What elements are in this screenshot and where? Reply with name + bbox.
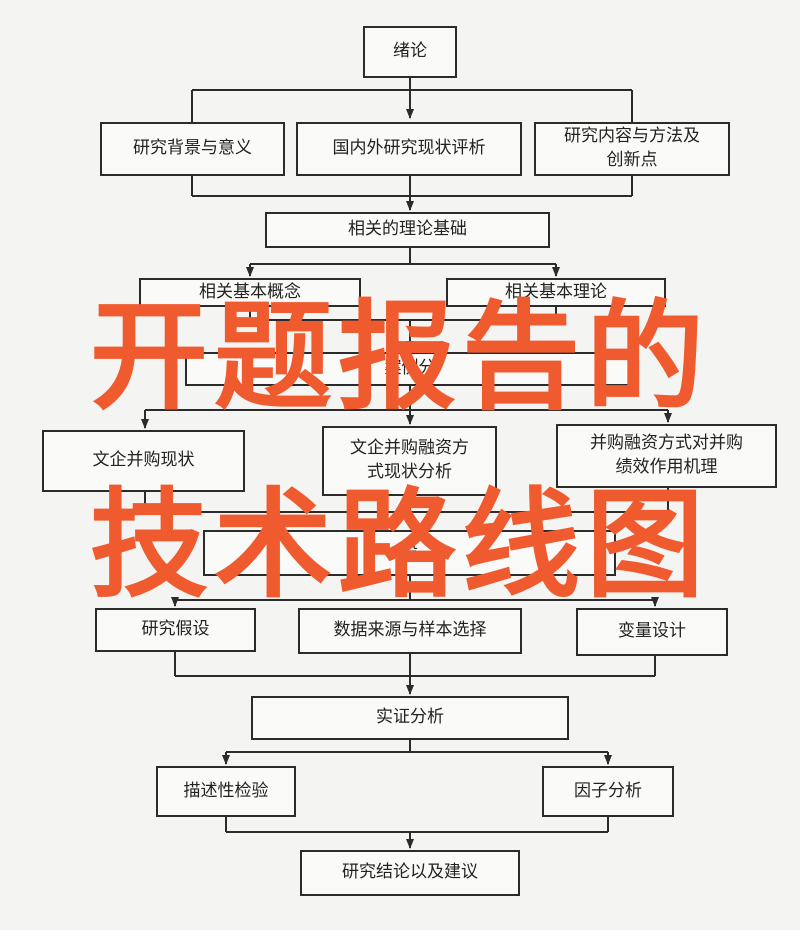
case-analysis-box: 案例分 xyxy=(185,352,635,386)
descriptive-box: 描述性检验 xyxy=(156,766,296,817)
basic-concepts-box: 相关基本概念 xyxy=(139,278,361,307)
ma-status-box: 文企并购现状 xyxy=(42,430,245,492)
intro-box: 绪论 xyxy=(363,26,457,78)
mechanism-box: 并购融资方式对并购 绩效作用机理 xyxy=(556,424,777,488)
factor-box: 因子分析 xyxy=(542,766,674,817)
basic-theories-box: 相关基本理论 xyxy=(446,278,666,307)
financing-status-box: 文企并购融资方 式现状分析 xyxy=(322,426,497,496)
hypothesis-box: 研究假设 xyxy=(95,608,256,652)
status-review-box: 国内外研究现状评析 xyxy=(296,122,522,176)
overlay-title-line2: 技术路线图 xyxy=(89,476,710,614)
design-box: 设 xyxy=(203,530,616,576)
content-method-box: 研究内容与方法及 创新点 xyxy=(534,122,730,176)
theory-basis-box: 相关的理论基础 xyxy=(265,212,550,248)
conclusion-box: 研究结论以及建议 xyxy=(300,850,520,896)
overlay-title-line1: 开题报告的 xyxy=(89,288,710,426)
empirical-box: 实证分析 xyxy=(251,696,569,740)
variables-box: 变量设计 xyxy=(576,608,728,656)
data-sample-box: 数据来源与样本选择 xyxy=(298,608,522,654)
background-box: 研究背景与意义 xyxy=(100,122,285,176)
